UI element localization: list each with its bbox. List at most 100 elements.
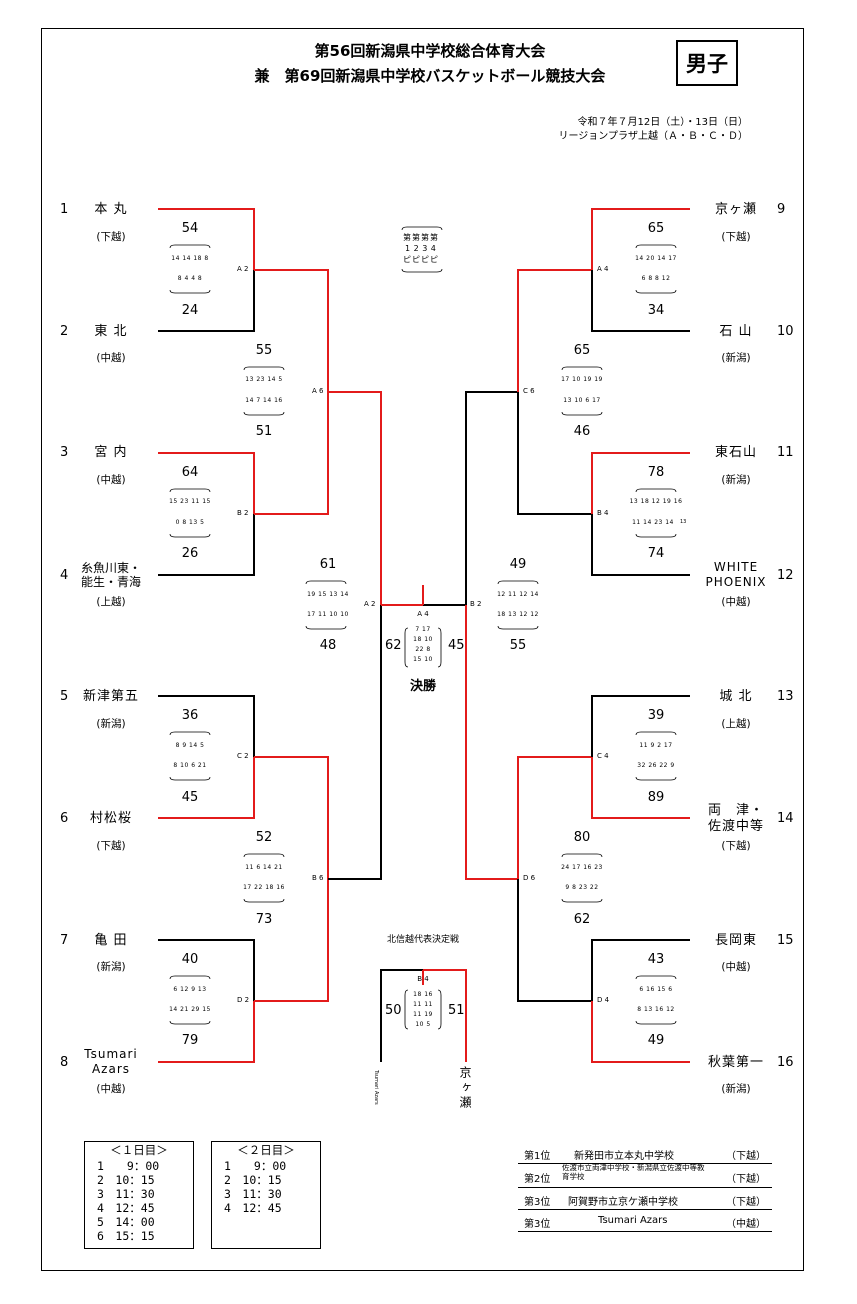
team-3-name: 宮 内 (94, 445, 128, 460)
court-d2-left: D 2 (237, 996, 250, 1004)
court-a4-right: A 4 (597, 265, 609, 273)
line-t8 (158, 1001, 255, 1063)
team-3-seed: 3 (60, 445, 69, 460)
team-16-seed: 16 (777, 1055, 794, 1070)
team-12-seed: 12 (777, 568, 794, 583)
schedule-day2-row: 4 12：45 (224, 1201, 282, 1215)
team-7-name: 亀 田 (94, 933, 128, 948)
ranking-row: 第3位 Tsumari Azars （中越） (518, 1209, 772, 1232)
game-b6-q2: 17 22 18 16 (243, 884, 285, 891)
legend-row2: 1234 (405, 244, 440, 253)
game-rb4-top-score: 78 (647, 465, 665, 480)
team-15-region: (中越) (721, 961, 751, 973)
game-rc4-q2: 32 26 22 9 (637, 762, 675, 769)
game-rc4-q1: 11 9 2 17 (639, 742, 673, 749)
game-a2-q1: 19 15 13 14 (307, 591, 349, 598)
playoff-q3: 11 19 (413, 1011, 433, 1018)
game-d6-top-score: 80 (573, 830, 591, 845)
game-rd4-q1: 6 16 15 6 (639, 986, 673, 993)
game-a6-bottom-score: 51 (255, 424, 273, 439)
game-rb4-q2-extra: 13 (680, 519, 687, 525)
line-c6-top (517, 269, 592, 392)
line-a2-top (328, 391, 382, 605)
line-b2r-top (465, 391, 518, 605)
court-a4-final: A 4 (417, 610, 429, 618)
line-t3 (158, 452, 255, 514)
team-12-name1: WHITE (713, 560, 759, 574)
game-d2-q2: 14 21 29 15 (169, 1006, 211, 1013)
team-11-name: 東石山 (714, 445, 758, 460)
game-a6-q2: 14 7 14 16 (245, 397, 283, 404)
team-7-region: (新潟) (96, 961, 126, 973)
game-rd4-top-score: 43 (647, 952, 665, 967)
team-1-name: 本 丸 (94, 202, 128, 217)
line-d6-top (517, 756, 592, 879)
line-hk-r (423, 969, 467, 1062)
team-16-region: (新潟) (721, 1083, 751, 1095)
team-1-seed: 1 (60, 202, 69, 217)
game-a2-bottom-score: 48 (319, 638, 337, 653)
line-b6-bot (254, 879, 329, 1002)
court-b4-playoff: B 4 (417, 975, 429, 983)
game-ra4-top-score: 65 (647, 221, 665, 236)
game-c2-q1: 8 9 14 5 (175, 742, 205, 749)
ranking-school: 阿賀野市立京ケ瀬中学校 (568, 1197, 678, 1208)
schedule-day1-row: 5 14：00 (97, 1215, 155, 1229)
court-c6: C 6 (523, 387, 535, 395)
playoff-right-score: 51 (448, 1003, 465, 1018)
game-rb4-q1: 13 18 12 19 16 (629, 498, 683, 505)
line-hk-l (380, 969, 423, 1062)
line-t12 (591, 514, 690, 576)
court-b2-center: B 2 (470, 600, 482, 608)
schedule-day1-row: 1 9：00 (97, 1159, 160, 1173)
playoff-label: 北信越代表決定戦 (386, 935, 460, 945)
team-13-region: (上越) (721, 718, 751, 730)
ranking-school: Tsumari Azars (598, 1215, 668, 1226)
schedule-day2-row: 2 10：15 (224, 1173, 282, 1187)
team-9-region: (下越) (721, 231, 751, 243)
playoff-q2: 11 11 (413, 1001, 433, 1008)
game-d2-top-score: 40 (181, 952, 199, 967)
schedule-day2-row: 1 9：00 (224, 1159, 287, 1173)
schedule-day1: ＜１日目＞ 1 9：00 2 10：15 3 11：30 4 12：45 5 1… (84, 1141, 194, 1249)
line-t1 (158, 208, 255, 270)
game-a4-bottom-score: 24 (181, 303, 199, 318)
team-1-region: (下越) (96, 231, 126, 243)
final-q1: 7 17 (415, 626, 431, 633)
court-a2-left: A 2 (237, 265, 249, 273)
team-15-seed: 15 (777, 933, 794, 948)
line-t9 (591, 208, 690, 270)
game-rd4-q2: 8 13 16 12 (637, 1006, 675, 1013)
schedule-day1-title: ＜１日目＞ (110, 1143, 168, 1157)
game-b2r-top-score: 49 (509, 557, 527, 572)
court-d6: D 6 (523, 874, 536, 882)
game-a6-q1: 13 23 14 5 (245, 376, 283, 383)
game-a2-q2: 17 11 10 10 (307, 611, 349, 618)
game-b2-q2: 0 8 13 5 (175, 519, 205, 526)
line-b2r-bot (465, 605, 518, 880)
line-t10 (591, 270, 690, 332)
schedule-day1-row: 4 12：45 (97, 1201, 155, 1215)
team-15-name: 長岡東 (714, 933, 758, 948)
line-t13 (591, 695, 690, 757)
game-rd4-bottom-score: 49 (647, 1033, 665, 1048)
team-6-region: (下越) (96, 840, 126, 852)
game-d6-bottom-score: 62 (573, 912, 591, 927)
team-2-region: (中越) (96, 352, 126, 364)
game-c6-bottom-score: 46 (573, 424, 591, 439)
line-t11 (591, 452, 690, 514)
game-c2-top-score: 36 (181, 708, 199, 723)
line-t7 (158, 939, 255, 1001)
ranking-region: （中越） (726, 1219, 766, 1230)
title-line1: 第56回新潟県中学校総合体育大会 (314, 42, 546, 60)
game-c6-q2: 13 10 6 17 (563, 397, 601, 404)
category-box: 男子 (676, 40, 738, 86)
title-line2: 兼 第69回新潟県中学校バスケットボール競技大会 (254, 67, 606, 85)
game-ra4-q2: 6 8 8 12 (641, 275, 671, 282)
schedule-day2-row: 3 11：30 (224, 1187, 282, 1201)
team-5-region: (新潟) (96, 718, 126, 730)
team-6-name: 村松桜 (89, 811, 133, 826)
team-10-seed: 10 (777, 324, 794, 339)
team-3-region: (中越) (96, 474, 126, 486)
